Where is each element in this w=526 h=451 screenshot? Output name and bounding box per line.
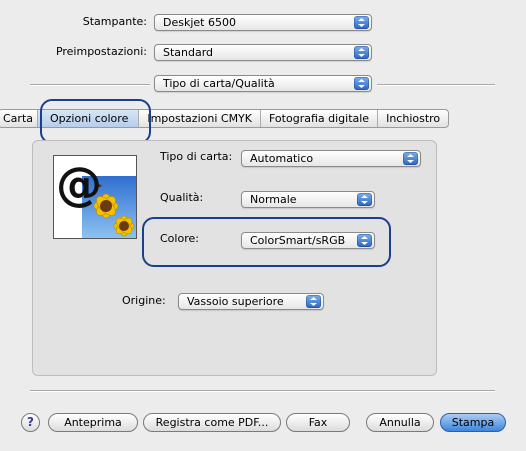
highlight-ring-tab — [40, 99, 151, 144]
popup-arrows-icon — [354, 77, 369, 90]
save-pdf-button[interactable]: Registra come PDF... — [143, 413, 281, 432]
color-preview-image: @ — [53, 155, 137, 239]
tab-inchiostro[interactable]: Inchiostro — [386, 112, 441, 125]
paper-type-popup[interactable]: Automatico — [241, 150, 421, 167]
source-label: Origine: — [122, 294, 166, 307]
tab-opzioni-colore[interactable]: Opzioni colore — [38, 110, 140, 127]
bottom-separator — [30, 390, 495, 392]
presets-label: Preimpostazioni: — [55, 45, 147, 58]
presets-value: Standard — [163, 46, 214, 59]
popup-arrows-icon — [354, 46, 369, 59]
section-popup[interactable]: Tipo di carta/Qualità — [154, 75, 372, 92]
separator-right — [377, 84, 495, 86]
popup-arrows-icon — [403, 152, 418, 165]
popup-arrows-icon — [306, 295, 321, 308]
color-label: Colore: — [160, 232, 199, 245]
printer-label: Stampante: — [82, 15, 147, 28]
popup-arrows-icon — [357, 193, 372, 206]
separator-left — [30, 84, 150, 86]
quality-popup[interactable]: Normale — [241, 191, 375, 208]
tab-fotografia-digitale[interactable]: Fotografia digitale — [261, 110, 379, 127]
tab-carta[interactable]: Carta — [0, 110, 38, 127]
print-button[interactable]: Stampa — [440, 413, 506, 432]
fax-button[interactable]: Fax — [286, 413, 350, 432]
popup-arrows-icon — [354, 16, 369, 29]
popup-arrows-icon — [357, 234, 372, 247]
help-button[interactable]: ? — [21, 413, 40, 432]
paper-type-value: Automatico — [250, 152, 314, 165]
highlight-ring-color — [142, 217, 391, 267]
svg-text:@: @ — [56, 157, 102, 211]
color-value: ColorSmart/sRGB — [250, 234, 346, 247]
color-popup[interactable]: ColorSmart/sRGB — [241, 232, 375, 249]
printer-value: Deskjet 6500 — [163, 16, 236, 29]
source-popup[interactable]: Vassoio superiore — [178, 293, 324, 310]
tab-bar: Carta Opzioni colore Impostazioni CMYK F… — [0, 109, 450, 128]
section-value: Tipo di carta/Qualità — [163, 77, 275, 90]
source-value: Vassoio superiore — [187, 295, 284, 308]
quality-label: Qualità: — [160, 191, 204, 204]
paper-type-label: Tipo di carta: — [160, 150, 233, 163]
printer-popup[interactable]: Deskjet 6500 — [154, 14, 372, 31]
presets-popup[interactable]: Standard — [154, 44, 372, 61]
cancel-button[interactable]: Annulla — [366, 413, 434, 432]
quality-value: Normale — [250, 193, 297, 206]
tab-impostazioni-cmyk[interactable]: Impostazioni CMYK — [139, 110, 261, 127]
preview-button[interactable]: Anteprima — [48, 413, 138, 432]
